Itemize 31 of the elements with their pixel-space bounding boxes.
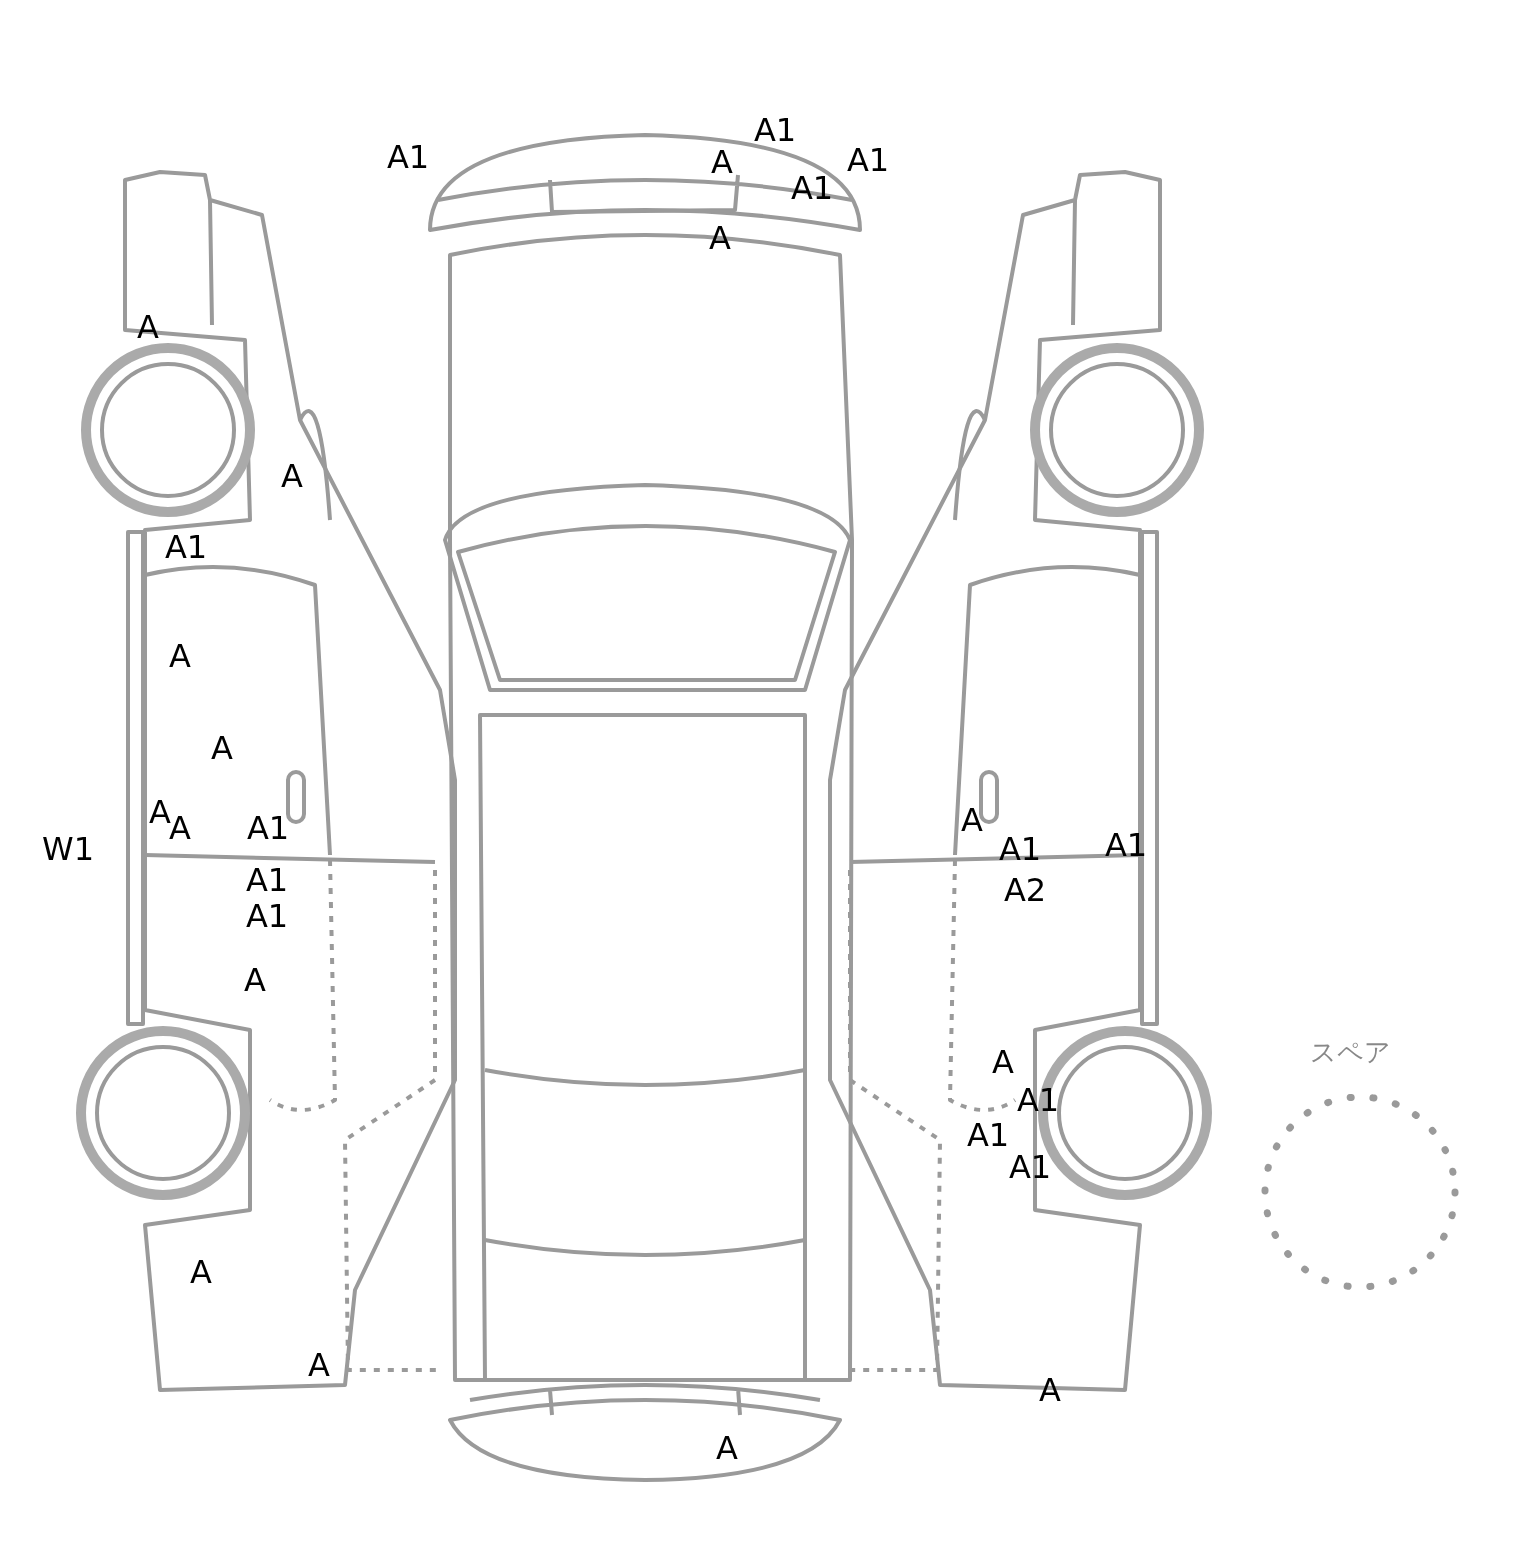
damage-code: A1 xyxy=(245,900,289,932)
damage-code: A1 xyxy=(846,144,890,176)
spare-tire-label: スペア xyxy=(1309,1039,1391,1065)
damage-code: A xyxy=(711,146,733,178)
damage-code: A xyxy=(190,1256,212,1288)
damage-code: A1 xyxy=(246,812,290,844)
damage-code: A xyxy=(149,796,171,828)
damage-code: A1 xyxy=(1008,1151,1052,1183)
damage-code: A1 xyxy=(386,141,430,173)
damage-code: A xyxy=(716,1432,738,1464)
damage-code: A xyxy=(709,222,731,254)
damage-code: A xyxy=(961,804,983,836)
damage-code: A1 xyxy=(966,1119,1010,1151)
damage-code: A1 xyxy=(790,172,834,204)
damage-code: A xyxy=(169,640,191,672)
damage-code: A1 xyxy=(998,833,1042,865)
damage-code: A xyxy=(1039,1374,1061,1406)
damage-code: A2 xyxy=(1003,874,1047,906)
damage-code: A1 xyxy=(245,864,289,896)
damage-code: A xyxy=(992,1046,1014,1078)
damage-code: A xyxy=(308,1349,330,1381)
damage-code: A1 xyxy=(1104,829,1148,861)
damage-code: A xyxy=(137,311,159,343)
damage-code: A1 xyxy=(1016,1084,1060,1116)
damage-code: A xyxy=(281,460,303,492)
damage-code: W1 xyxy=(42,833,94,865)
damage-code: A xyxy=(169,812,191,844)
damage-code: A xyxy=(244,964,266,996)
damage-code: A1 xyxy=(753,114,797,146)
damage-code: A1 xyxy=(164,531,208,563)
damage-code: A xyxy=(211,732,233,764)
